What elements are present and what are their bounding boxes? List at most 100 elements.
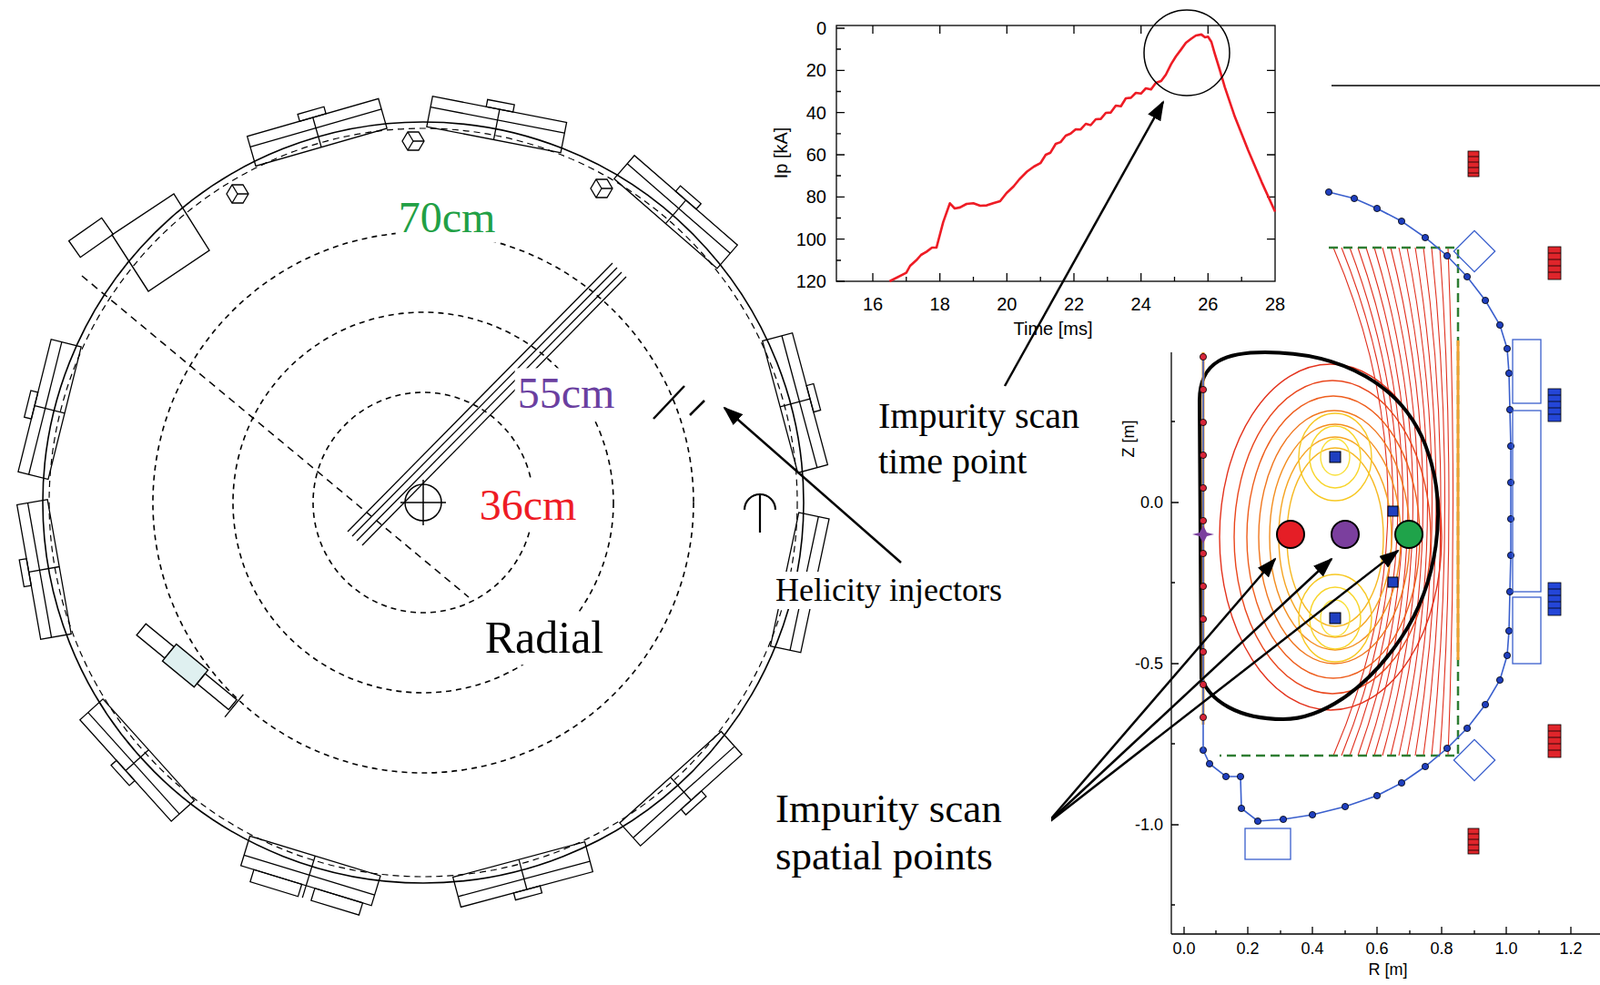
probe: [131, 617, 244, 718]
current-plot: [836, 25, 1276, 282]
axis-tick: 0.0: [1140, 493, 1164, 513]
vessel-top-view: [49, 128, 798, 877]
radial-line: [81, 275, 469, 598]
port: [297, 106, 326, 122]
wall-component: [1245, 230, 1541, 860]
port: [29, 567, 60, 573]
cube-symbol: [590, 179, 613, 198]
port: [518, 859, 527, 890]
vessel-wall: [1202, 356, 1205, 750]
port: [237, 835, 381, 918]
probe-point: [1329, 612, 1341, 624]
port: [806, 384, 821, 413]
flux-surfaces: [1298, 413, 1372, 501]
axis-tick: 16: [862, 293, 883, 315]
radius-label: 36cm: [476, 479, 580, 530]
port: [19, 558, 31, 588]
scan-point: [1395, 520, 1423, 548]
cube-symbol: [402, 131, 425, 151]
probe-point: [1387, 506, 1398, 517]
port: [80, 698, 195, 821]
wall-component: [1245, 828, 1291, 860]
leader-arrow: [1046, 558, 1276, 824]
center-post: [422, 479, 425, 526]
radius-circle: [152, 232, 694, 773]
port: [10, 89, 837, 918]
coil: [1468, 151, 1561, 854]
axis-title: R [m]: [1368, 960, 1408, 980]
leader-arrow: [1046, 550, 1398, 824]
current-trace: [889, 34, 1276, 282]
port: [453, 841, 596, 914]
axis-tick: 100: [796, 228, 827, 250]
open-field-lines: [1439, 247, 1449, 756]
port-anchor: [744, 494, 776, 533]
cube-symbol: [232, 184, 249, 203]
flux-surfaces: [1269, 424, 1401, 650]
wall-component: [1453, 230, 1495, 272]
port-anchor: [759, 494, 761, 533]
probe-point: [1329, 451, 1398, 624]
probe: [224, 694, 244, 718]
port: [34, 405, 65, 414]
cube-symbol: [596, 179, 613, 198]
axis-tick: 0.4: [1300, 939, 1324, 959]
wall-component: [1512, 339, 1541, 404]
port: [10, 499, 71, 641]
probe: [162, 644, 209, 688]
coil: [1548, 724, 1561, 758]
leader-arrow: [724, 407, 902, 563]
flux-surfaces: [1246, 395, 1420, 679]
axis-tick: 120: [796, 271, 827, 293]
injector-tube: [356, 272, 622, 541]
axis-tick: 0: [816, 18, 827, 40]
plot-axes: [1171, 421, 1571, 934]
port: [250, 109, 382, 147]
port: [311, 888, 364, 915]
port: [493, 109, 499, 140]
coil: [1548, 246, 1561, 280]
plot-axes: [1170, 352, 1172, 934]
port: [426, 96, 568, 153]
diagnostic-cone: [111, 193, 210, 292]
coil: [1468, 156, 1561, 851]
scan-point: [1331, 520, 1359, 548]
port: [675, 185, 701, 210]
separatrix: [1199, 352, 1438, 719]
port: [762, 333, 829, 474]
port: [619, 731, 742, 847]
port: [10, 337, 82, 480]
injector-tube: [347, 263, 627, 546]
axis-tick: -1.0: [1134, 815, 1164, 835]
port: [125, 749, 149, 771]
port: [247, 98, 388, 166]
equilibrium-plot: [1171, 151, 1600, 934]
wall-line: [1457, 340, 1460, 660]
port: [513, 885, 542, 900]
port: [111, 759, 135, 786]
axis-tick: 0.6: [1365, 939, 1388, 959]
flux-surfaces: [1234, 380, 1431, 694]
leader-arrow: [724, 101, 1398, 824]
flux-surfaces: [1309, 425, 1361, 488]
axis-tick: 22: [1063, 293, 1084, 315]
scan-point: [1276, 520, 1305, 548]
injector-tube: [362, 276, 627, 546]
probe-point: [1329, 451, 1341, 463]
radius-label: 55cm: [515, 367, 618, 418]
port: [633, 746, 735, 838]
port: [665, 200, 686, 224]
port: [426, 89, 568, 153]
cube-symbol: [407, 131, 425, 151]
port: [17, 499, 72, 640]
axis-tick: 80: [806, 186, 827, 208]
flux-surfaces: [1320, 438, 1350, 476]
vessel-wall: [1203, 192, 1511, 821]
leader-arrow: [1004, 101, 1164, 386]
callout-label: Helicity injectors: [772, 571, 1005, 609]
vessel-top-view: [10, 89, 837, 918]
port: [619, 731, 748, 852]
current-plot: [836, 25, 1276, 282]
diagnostic-cone: [69, 217, 114, 257]
